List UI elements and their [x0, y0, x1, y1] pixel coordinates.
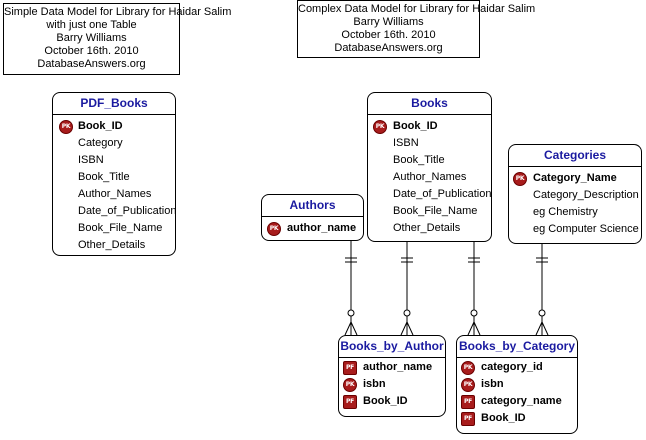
- key-field: Book_ID: [78, 120, 123, 132]
- entity-title: Authors: [262, 195, 363, 217]
- primary-key-icon: PK: [343, 378, 357, 392]
- note-line: DatabaseAnswers.org: [334, 42, 443, 54]
- field: Date_of_Publication: [393, 188, 492, 200]
- primary-key-icon: PK: [461, 361, 475, 375]
- primary-foreign-key-icon: PF: [461, 395, 475, 409]
- note-line: with just one Table: [46, 19, 137, 31]
- key-field: category_id: [481, 361, 543, 373]
- optional-circle: [347, 309, 355, 317]
- field: Book_File_Name: [78, 222, 163, 234]
- key-field: author_name: [363, 361, 433, 373]
- field: Author_Names: [393, 171, 467, 183]
- crow-foot: [406, 321, 414, 336]
- field: Other_Details: [393, 222, 461, 234]
- crow-foot: [344, 321, 352, 336]
- primary-key-icon: PK: [267, 222, 281, 236]
- primary-foreign-key-icon: PF: [343, 361, 357, 375]
- optional-circle: [470, 309, 478, 317]
- note-complex-model: Complex Data Model for Library for Haida…: [297, 0, 536, 58]
- crow-foot: [535, 321, 543, 336]
- entity-title: Books_by_Category: [457, 336, 577, 358]
- entity-title: Categories: [509, 145, 641, 167]
- field: eg Computer Science: [533, 223, 639, 235]
- primary-foreign-key-icon: PF: [343, 395, 357, 409]
- key-field: author_name: [287, 222, 357, 234]
- key-field: category_name: [481, 395, 562, 407]
- crow-foot: [350, 321, 358, 336]
- note-line: October 16th. 2010: [44, 45, 139, 57]
- key-field: Book_ID: [363, 395, 408, 407]
- field: Date_of_Publication: [78, 205, 177, 217]
- primary-key-icon: PK: [513, 172, 527, 186]
- field: Book_File_Name: [393, 205, 478, 217]
- key-field: isbn: [481, 378, 504, 390]
- field: eg Chemistry: [533, 206, 598, 218]
- field: Category: [78, 137, 123, 149]
- entity-categories[interactable]: Categories PK Category_Name Category_Des…: [508, 144, 642, 244]
- crow-foot: [467, 321, 475, 336]
- note-line: Barry Williams: [353, 16, 424, 28]
- entity-title: Books_by_Author: [339, 336, 445, 358]
- key-field: Book_ID: [481, 412, 526, 424]
- note-simple-model: Simple Data Model for Library for Haidar…: [3, 3, 232, 75]
- entity-books-by-author[interactable]: Books_by_Author PF author_name PK isbn P…: [338, 335, 446, 417]
- note-line: October 16th. 2010: [341, 29, 436, 41]
- entity-pdf-books[interactable]: PDF_Books PK Book_ID Category ISBN Book_…: [52, 92, 176, 256]
- note-line: Complex Data Model for Library for Haida…: [298, 3, 536, 15]
- field: Other_Details: [78, 239, 146, 251]
- crow-foot: [400, 321, 408, 336]
- crow-foot: [473, 321, 481, 336]
- primary-foreign-key-icon: PF: [461, 412, 475, 426]
- field: Author_Names: [78, 188, 152, 200]
- field: ISBN: [393, 137, 419, 149]
- entity-title: PDF_Books: [53, 93, 175, 115]
- key-field: Book_ID: [393, 120, 438, 132]
- field: Category_Description: [533, 189, 639, 201]
- note-line: DatabaseAnswers.org: [37, 58, 146, 70]
- field: Book_Title: [78, 171, 130, 183]
- note-line: Simple Data Model for Library for Haidar…: [4, 6, 232, 18]
- field: Book_Title: [393, 154, 445, 166]
- primary-key-icon: PK: [461, 378, 475, 392]
- crow-foot: [541, 321, 549, 336]
- note-line: Barry Williams: [56, 32, 127, 44]
- entity-books[interactable]: Books PK Book_ID ISBN Book_Title Author_…: [367, 92, 492, 242]
- entity-authors[interactable]: Authors PK author_name: [261, 194, 364, 241]
- key-field: Category_Name: [533, 172, 617, 184]
- entity-title: Books: [368, 93, 491, 115]
- primary-key-icon: PK: [59, 120, 73, 134]
- key-field: isbn: [363, 378, 386, 390]
- optional-circle: [538, 309, 546, 317]
- entity-books-by-category[interactable]: Books_by_Category PK category_id PK isbn…: [456, 335, 578, 434]
- optional-circle: [403, 309, 411, 317]
- field: ISBN: [78, 154, 104, 166]
- primary-key-icon: PK: [373, 120, 387, 134]
